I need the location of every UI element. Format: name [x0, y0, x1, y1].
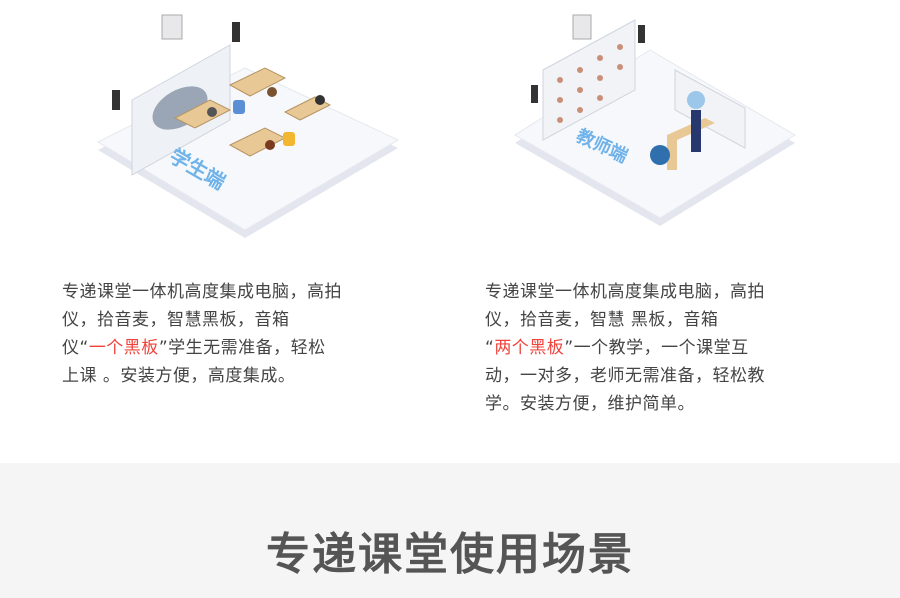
- highlight-two-blackboards: 两个黑板: [494, 338, 565, 358]
- student-description: 专递课堂一体机高度集成电脑，高拍 仪，拾音麦，智慧黑板，音箱 仪“一个黑板”学生…: [62, 278, 392, 390]
- teacher-description: 专递课堂一体机高度集成电脑，高拍 仪，拾音麦，智慧 黑板，音箱 “两个黑板”一个…: [485, 278, 815, 418]
- student-desc-line-4: 上课 。安装方便，高度集成。: [62, 366, 296, 386]
- text-fragment: ”一个教学，一个课堂互: [564, 338, 749, 358]
- teacher-desc-line-1: 专递课堂一体机高度集成电脑，高拍: [485, 282, 765, 302]
- teacher-classroom-illustration: 教师端: [514, 14, 796, 226]
- student-desc-line-2: 仪，拾音麦，智慧黑板，音箱: [62, 310, 290, 330]
- section-band: [0, 463, 900, 598]
- teacher-desc-line-2: 仪，拾音麦，智慧 黑板，音箱: [485, 310, 719, 330]
- teacher-desc-line-5: 学。安装方便，维护简单。: [485, 394, 695, 414]
- teacher-desc-line-3: “两个黑板”一个教学，一个课堂互: [485, 334, 815, 362]
- student-desc-line-1: 专递课堂一体机高度集成电脑，高拍: [62, 282, 342, 302]
- text-fragment: ”学生无需准备，轻松: [158, 338, 326, 358]
- section-title: 专递课堂使用场景: [266, 529, 634, 580]
- teacher-desc-line-4: 动，一对多，老师无需准备，轻松教: [485, 366, 765, 386]
- student-classroom-illustration: 学生端: [96, 14, 400, 238]
- text-fragment: 仪“: [62, 338, 89, 358]
- highlight-one-blackboard: 一个黑板: [88, 338, 159, 358]
- text-fragment: “: [485, 338, 495, 358]
- student-desc-line-3: 仪“一个黑板”学生无需准备，轻松: [62, 334, 392, 362]
